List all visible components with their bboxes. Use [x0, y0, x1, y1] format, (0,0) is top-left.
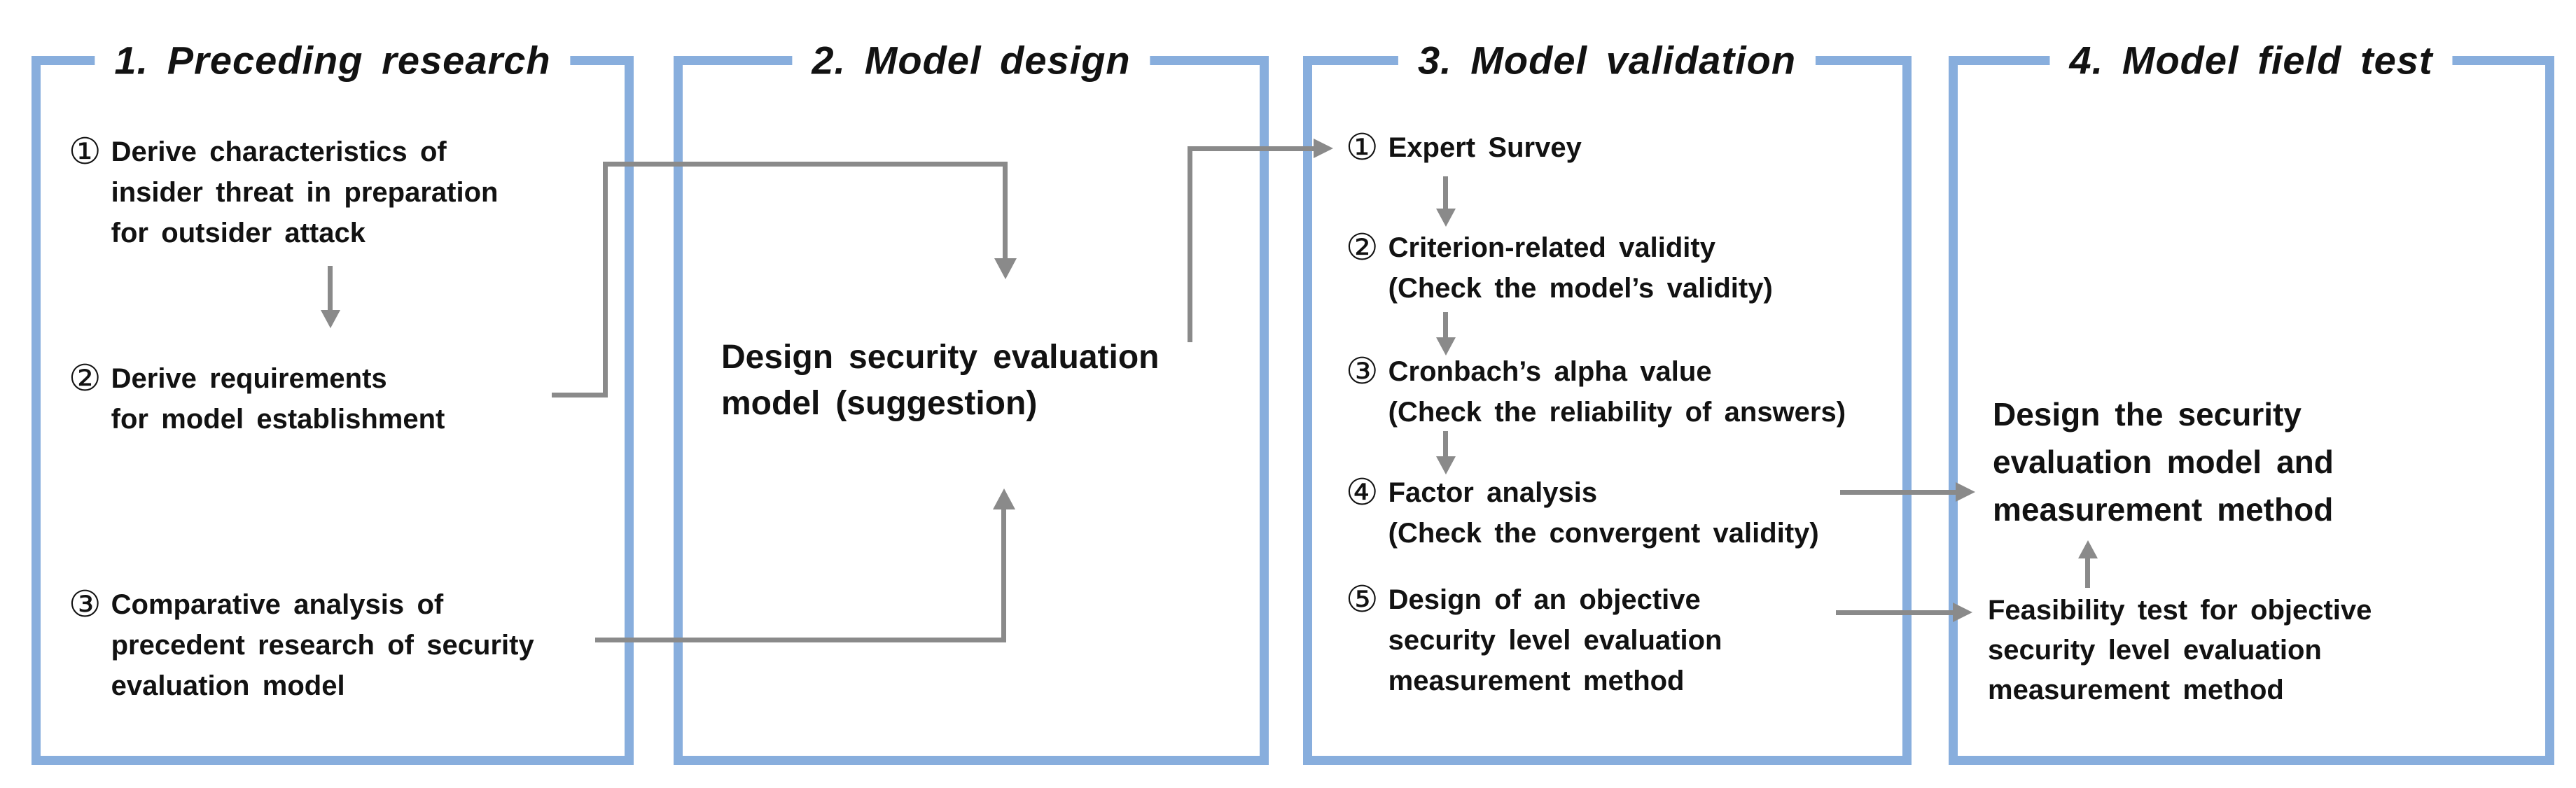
feasibility-test-heading: Feasibility test for objective security … — [1988, 595, 2372, 705]
step-text: Derive requirements for model establishm… — [111, 363, 445, 435]
arrow-p3-step2-to-step3 — [1443, 312, 1448, 339]
step-text: Expert Survey — [1388, 132, 1582, 163]
panel-title-model-field-test: 4. Model field test — [2049, 37, 2453, 83]
arrow-down-icon — [994, 258, 1017, 279]
arrow-down-icon — [1436, 337, 1456, 356]
step-text: Factor analysis (Check the convergent va… — [1388, 477, 1819, 549]
arrow-feasibility-to-design — [2085, 557, 2090, 588]
model-design-heading: Design security evaluation model (sugges… — [721, 339, 1160, 422]
arrow-down-icon — [321, 310, 340, 328]
field-test-design-heading: Design the security evaluation model and… — [1993, 396, 2334, 528]
circled-number-icon: ④ — [1346, 472, 1379, 513]
circled-number-icon: ⑤ — [1346, 579, 1379, 620]
step-text: Cronbach’s alpha value (Check the reliab… — [1388, 356, 1846, 428]
step-text: Derive characteristics of insider threat… — [111, 136, 499, 248]
step-derive-characteristics: ① Derive characteristics of insider thre… — [69, 132, 498, 253]
connector-design-to-validation-vertical — [1188, 146, 1192, 342]
step-factor-analysis: ④ Factor analysis (Check the convergent … — [1346, 472, 1819, 554]
panel-title-model-validation: 3. Model validation — [1398, 37, 1816, 83]
step-criterion-validity: ② Criterion-related validity (Check the … — [1346, 227, 1773, 309]
panel-title-model-design: 2. Model design — [792, 37, 1150, 83]
arrow-down-icon — [1436, 209, 1456, 227]
circled-number-icon: ② — [69, 358, 102, 399]
arrow-p3-step1-to-step2 — [1443, 176, 1448, 210]
circled-number-icon: ① — [69, 132, 102, 172]
arrow-right-icon — [1953, 603, 1972, 622]
circled-number-icon: ② — [1346, 227, 1379, 268]
step-text: Criterion-related validity (Check the mo… — [1388, 232, 1773, 304]
circled-number-icon: ③ — [69, 584, 102, 625]
connector-requirements-horizontal — [603, 162, 1008, 167]
connector-into-design-vertical — [1003, 162, 1008, 260]
circled-number-icon: ③ — [1346, 351, 1379, 392]
step-objective-measurement-design: ⑤ Design of an objective security level … — [1346, 579, 1722, 701]
step-comparative-analysis: ③ Comparative analysis of precedent rese… — [69, 584, 534, 706]
panel-title-preceding-research: 1. Preceding research — [95, 37, 571, 83]
arrow-p1-step1-to-step2 — [328, 266, 333, 311]
step-text: Comparative analysis of precedent resear… — [111, 589, 534, 701]
arrow-up-icon — [2078, 540, 2098, 558]
arrow-up-icon — [993, 488, 1015, 509]
connector-comparative-horizontal — [595, 638, 1006, 642]
connector-design-to-validation-horizontal — [1188, 146, 1314, 151]
step-derive-requirements: ② Derive requirements for model establis… — [69, 358, 445, 439]
connector-requirements-vertical — [603, 164, 608, 395]
arrow-right-icon — [1314, 139, 1333, 158]
panel-preceding-research — [32, 56, 634, 765]
arrow-right-icon — [1956, 482, 1975, 502]
panel-model-field-test — [1949, 56, 2554, 765]
connector-objective-to-feasibility — [1836, 610, 1953, 615]
arrow-down-icon — [1436, 456, 1456, 474]
connector-factor-to-design — [1840, 490, 1956, 495]
circled-number-icon: ① — [1346, 127, 1379, 168]
connector-comparative-vertical — [1001, 509, 1006, 640]
arrow-p3-step3-to-step4 — [1443, 431, 1448, 458]
connector-requirements-stub — [552, 393, 608, 397]
step-expert-survey: ① Expert Survey — [1346, 127, 1582, 168]
step-cronbach-alpha: ③ Cronbach’s alpha value (Check the reli… — [1346, 351, 1846, 432]
step-text: Design of an objective security level ev… — [1388, 584, 1722, 696]
